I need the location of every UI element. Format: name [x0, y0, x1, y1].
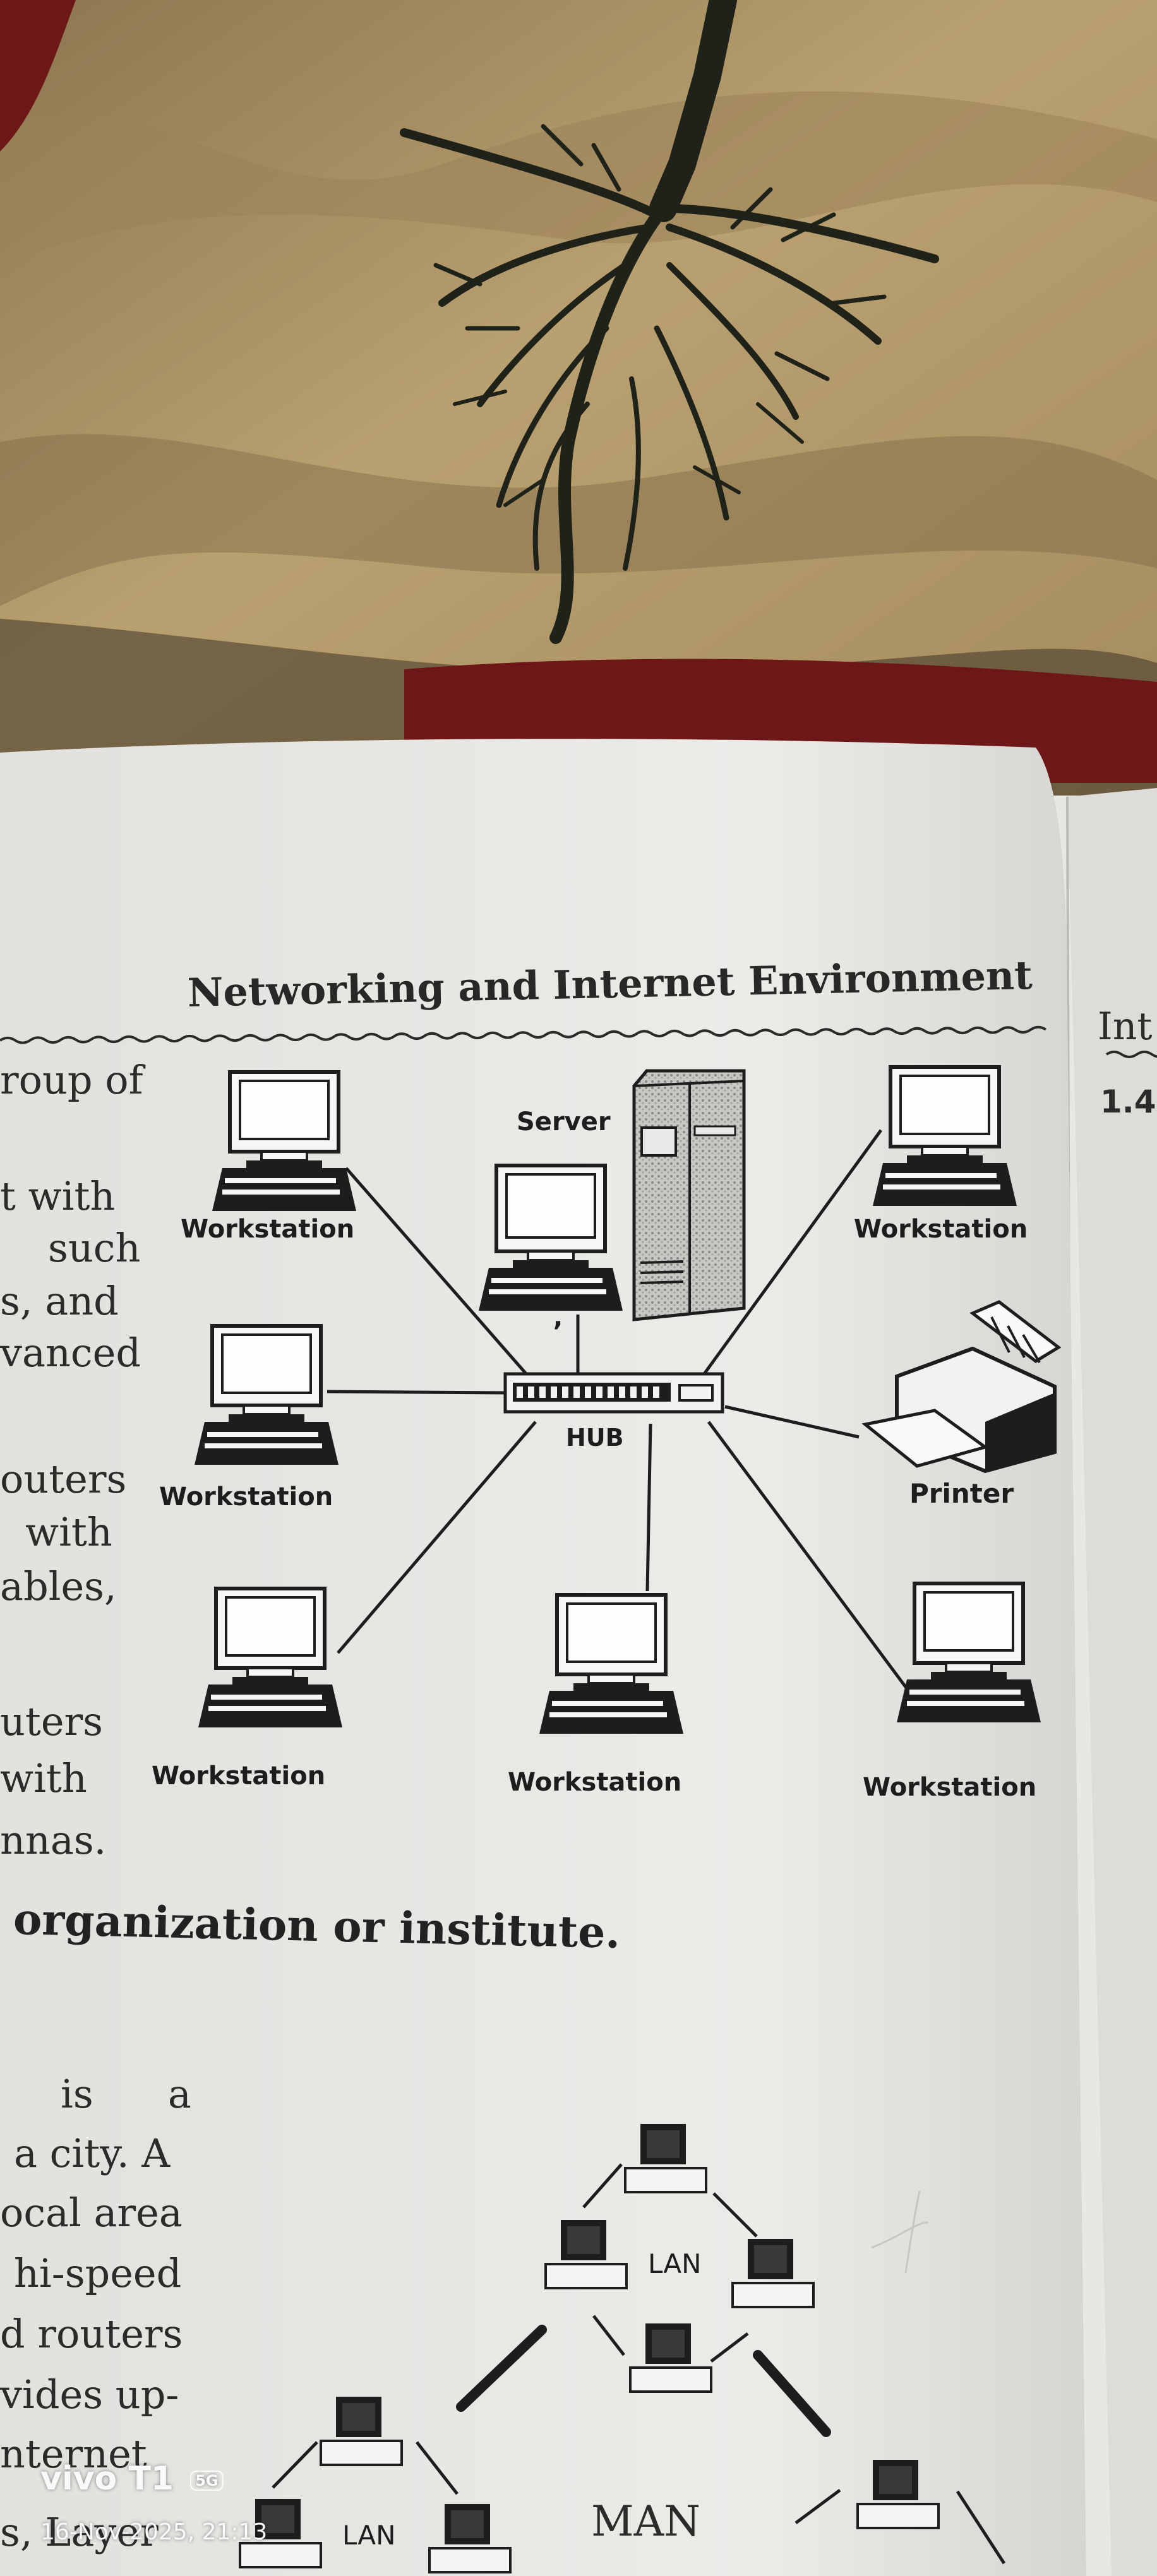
workstation-label: Workstation	[863, 1773, 1036, 1802]
text-fragment: outers	[0, 1456, 127, 1502]
text-fragment: vanced	[0, 1330, 141, 1376]
lan-computer	[428, 2504, 512, 2573]
heading-rule	[0, 1025, 1047, 1044]
text-fragment: vides up-	[0, 2371, 179, 2418]
server-console-computer	[479, 1164, 623, 1311]
hub-device	[503, 1372, 724, 1414]
text-fragment: s, and	[0, 1278, 119, 1324]
text-fragment: is a	[61, 2071, 191, 2117]
text-fragment: with	[25, 1509, 112, 1555]
workstation-computer	[873, 1065, 1017, 1206]
tree-print	[400, 0, 939, 644]
text-fragment: uters	[0, 1698, 103, 1744]
text-fragment: ocal area	[0, 2190, 183, 2236]
text-fragment: a city. A	[14, 2130, 171, 2176]
text-fragment: ables,	[0, 1563, 117, 1609]
text-fragment: roup of	[0, 1057, 143, 1103]
lan-computer	[856, 2460, 940, 2529]
lan-computer	[544, 2220, 628, 2289]
lan-computer	[320, 2397, 403, 2466]
text-fragment: s, Layer	[0, 2509, 159, 2555]
text-fragment: nnas.	[0, 1817, 107, 1863]
text-fragment: hi-speed	[14, 2250, 182, 2296]
pen-mark	[871, 2190, 929, 2274]
text-fragment: t with	[0, 1173, 116, 1219]
network-badge: 5G	[190, 2471, 224, 2491]
workstation-computer	[897, 1582, 1041, 1722]
text-fragment: such	[48, 1225, 141, 1271]
lan-computer	[731, 2239, 815, 2308]
server-label: Server	[517, 1107, 611, 1136]
camera-brand: vivo T1	[40, 2460, 174, 2498]
workstation-label: Workstation	[152, 1762, 325, 1791]
lan-computer	[629, 2323, 712, 2393]
text-fragment: nternet	[0, 2431, 147, 2477]
server-tower	[632, 1069, 746, 1321]
console-cable-mark: ,	[553, 1303, 563, 1332]
camera-watermark: vivo T1 5G	[40, 2460, 224, 2498]
printer-device	[861, 1300, 1062, 1474]
man-label: MAN	[591, 2497, 700, 2546]
hub-label: HUB	[566, 1424, 624, 1452]
workstation-label: Workstation	[159, 1482, 333, 1512]
text-fragment: d routers	[0, 2311, 183, 2357]
workstation-computer	[198, 1587, 342, 1727]
printer-label: Printer	[909, 1478, 1014, 1509]
right-page-edge	[1067, 788, 1157, 2576]
lan-computer	[239, 2499, 322, 2568]
right-page-fragment: 1.4	[1100, 1083, 1156, 1120]
workstation-label: Workstation	[508, 1768, 681, 1797]
text-fragment: with	[0, 1755, 87, 1801]
man-diagram: LAN LAN MAN	[239, 2124, 1006, 2573]
network-cables	[327, 1129, 911, 1693]
lan-label: LAN	[342, 2520, 396, 2551]
workstation-computer	[539, 1593, 683, 1734]
right-page-fragment: Int	[1098, 1005, 1153, 1049]
camera-datetime: 16-Nov-2025, 21:13	[40, 2519, 268, 2545]
workstation-computer	[195, 1324, 339, 1465]
workstation-label: Workstation	[854, 1215, 1028, 1244]
star-topology-diagram: HUB Server , W	[152, 1065, 1062, 1802]
workstation-label: Workstation	[181, 1215, 354, 1244]
lan-label: LAN	[648, 2248, 702, 2279]
workstation-computer	[212, 1070, 356, 1211]
lan-computer	[624, 2124, 707, 2193]
